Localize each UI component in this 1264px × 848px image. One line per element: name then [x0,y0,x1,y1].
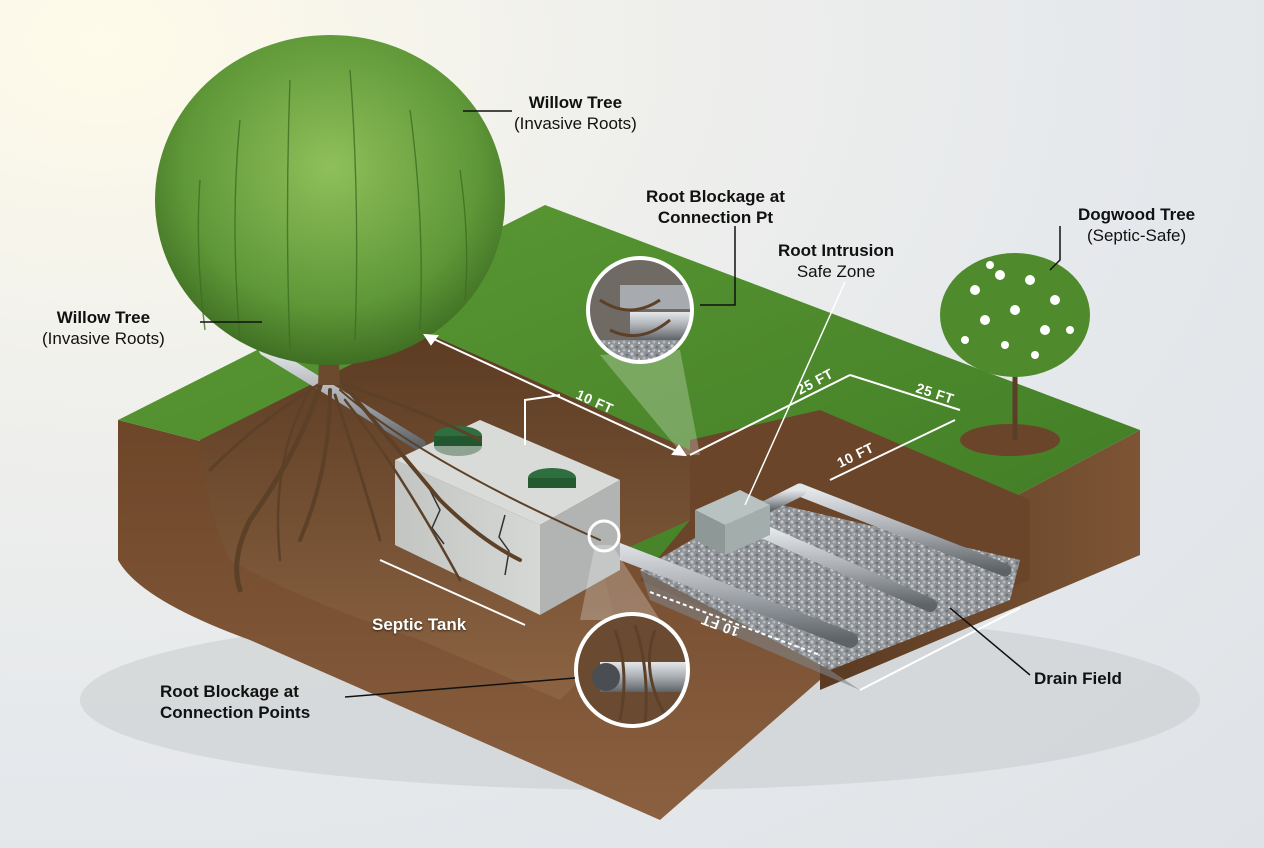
label-willow-top: Willow Tree (Invasive Roots) [514,93,637,133]
magnifier-bottom [574,545,690,728]
magnifier-top [586,256,700,455]
septic-tank [395,420,620,615]
label-root-intrusion-safe-zone: Root Intrusion Safe Zone [778,241,895,281]
label-willow-left: Willow Tree (Invasive Roots) [42,308,165,348]
label-dogwood-tree: Dogwood Tree (Septic-Safe) [1078,205,1196,245]
distribution-box [695,490,770,555]
label-root-blockage-bottom: Root Blockage at Connection Points [160,682,311,722]
label-septic-tank: Septic Tank [372,615,467,634]
leader-lines [200,110,1061,698]
label-root-blockage-top: Root Blockage at Connection Pt [646,187,785,227]
willow-tree [155,35,601,593]
connection-point-marker [587,519,621,553]
label-drain-field: Drain Field [1034,669,1122,688]
dogwood-tree [940,253,1090,456]
dimension-lines [379,333,1021,691]
